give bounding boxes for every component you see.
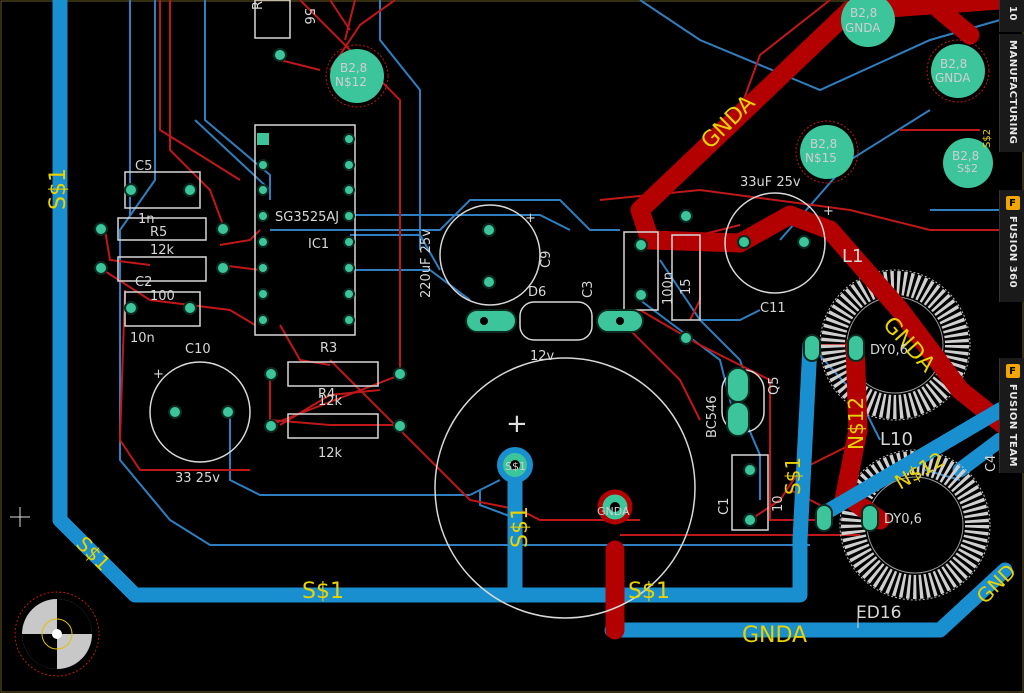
pad-label-b28-4: B2,8 xyxy=(810,137,837,151)
label-l10: L10 xyxy=(880,429,913,450)
fusion-360-icon: F xyxy=(1005,196,1020,210)
label-c5: C5 xyxy=(135,159,152,174)
net-label-gnda-bottom: GNDA xyxy=(742,623,807,648)
label-c4: C4 xyxy=(984,455,999,472)
label-dy-bottom: DY0,6 xyxy=(884,512,922,527)
label-c2: C2 xyxy=(135,275,152,290)
label-c11: C11 xyxy=(760,301,786,316)
label-r5-val: 12k xyxy=(150,243,175,258)
net-label-s1-vertical: S$1 xyxy=(781,457,805,495)
label-c3: C3 xyxy=(581,281,596,298)
label-r3: R3 xyxy=(320,341,337,356)
oval-pads xyxy=(465,309,879,532)
tab-manufacturing[interactable]: MANUFACTURING xyxy=(999,34,1024,152)
label-c10-val: 33 25v xyxy=(175,471,220,486)
pad-label-b28-4-net: N$15 xyxy=(805,151,837,165)
side-label-top-text: 10 xyxy=(1007,6,1018,21)
label-ic1: IC1 xyxy=(308,237,329,252)
net-label-s1-bottom2: S$1 xyxy=(628,579,670,604)
label-dy-top: DY0,6 xyxy=(870,343,908,358)
wide-bottom-trace-overlay xyxy=(822,402,1008,518)
pad-label-b28-5: B2,8 xyxy=(952,149,979,163)
label-r4: R4 xyxy=(318,387,335,402)
label-c9: C9 xyxy=(539,251,554,268)
pad-label-b28-3: B2,8 xyxy=(940,57,967,71)
tab-fusion-team[interactable]: F FUSION TEAM xyxy=(999,358,1024,473)
mounting-hole xyxy=(14,591,100,677)
label-c2-val: 100 xyxy=(150,289,175,304)
label-d6: D6 xyxy=(528,285,546,300)
large-pads xyxy=(325,0,993,525)
tab-fusion-team-label: FUSION TEAM xyxy=(1007,384,1018,468)
tab-fusion-360[interactable]: F FUSION 360 xyxy=(999,190,1024,302)
label-r3-val: 12k xyxy=(318,394,343,409)
pad-label-b28-1-net: N$12 xyxy=(335,75,367,89)
fusion-team-icon: F xyxy=(1005,364,1020,378)
wide-top-trace-overlay xyxy=(820,220,1020,440)
pad-label-b28-2: B2,8 xyxy=(850,6,877,20)
label-plus-c9: + xyxy=(525,211,536,226)
label-q5-val: BC546 xyxy=(705,395,720,438)
tab-manufacturing-label: MANUFACTURING xyxy=(1007,40,1018,145)
label-l1: L1 xyxy=(842,246,863,267)
pad-label-s2: S$2 xyxy=(982,129,993,148)
pad-label-b28-3-net: GNDA xyxy=(935,71,971,85)
label-c-10n: 10n xyxy=(130,331,155,346)
label-c9-val: 220uF 25v xyxy=(419,229,434,298)
label-r-top: R xyxy=(251,1,266,10)
label-ic1-name: SG3525AJ xyxy=(275,210,339,225)
label-c11-val: 33uF 25v xyxy=(740,175,801,190)
label-ed16: ED16 xyxy=(856,603,901,623)
ic1-pin1-marker xyxy=(257,133,269,145)
tab-fusion-360-label: FUSION 360 xyxy=(1007,216,1018,289)
pad-label-b28-1: B2,8 xyxy=(340,61,367,75)
oval-pad-holes xyxy=(480,317,624,325)
net-label-s1-left: S$1 xyxy=(46,168,71,210)
crosshair-cursor xyxy=(10,507,30,527)
label-c3-val: 100n xyxy=(661,272,676,305)
label-c1-val: 10 xyxy=(771,495,786,512)
pad-label-b28-2-net: GNDA xyxy=(845,21,881,35)
label-r-15: 15 xyxy=(679,278,694,295)
label-r5: R5 xyxy=(150,225,167,240)
label-c1: C1 xyxy=(717,498,732,515)
net-label-n12: N$12 xyxy=(844,397,868,450)
side-label-top: 10 xyxy=(999,0,1024,32)
label-q5: Q5 xyxy=(767,376,782,395)
label-plus-c11: + xyxy=(823,204,834,219)
wide-top-trace-overlay2 xyxy=(834,335,890,530)
label-plus-c10: + xyxy=(153,367,164,382)
net-label-s1-bottom: S$1 xyxy=(302,579,344,604)
label-c5-val: 1n xyxy=(138,212,155,227)
label-plus-center: + xyxy=(506,409,528,439)
label-d6-val: 12v xyxy=(530,349,555,364)
silkscreen-outlines xyxy=(117,0,826,619)
pads xyxy=(94,48,811,527)
pad-label-gnda: GNDA xyxy=(597,505,630,518)
label-r4-val: 12k xyxy=(318,446,343,461)
label-c10: C10 xyxy=(185,342,211,357)
pad-label-b28-5-net: S$2 xyxy=(957,162,978,175)
pad-label-s1: S$1 xyxy=(505,460,526,473)
label-r-top-val: 56 xyxy=(301,8,316,25)
net-label-s1-center: S$1 xyxy=(508,506,533,548)
